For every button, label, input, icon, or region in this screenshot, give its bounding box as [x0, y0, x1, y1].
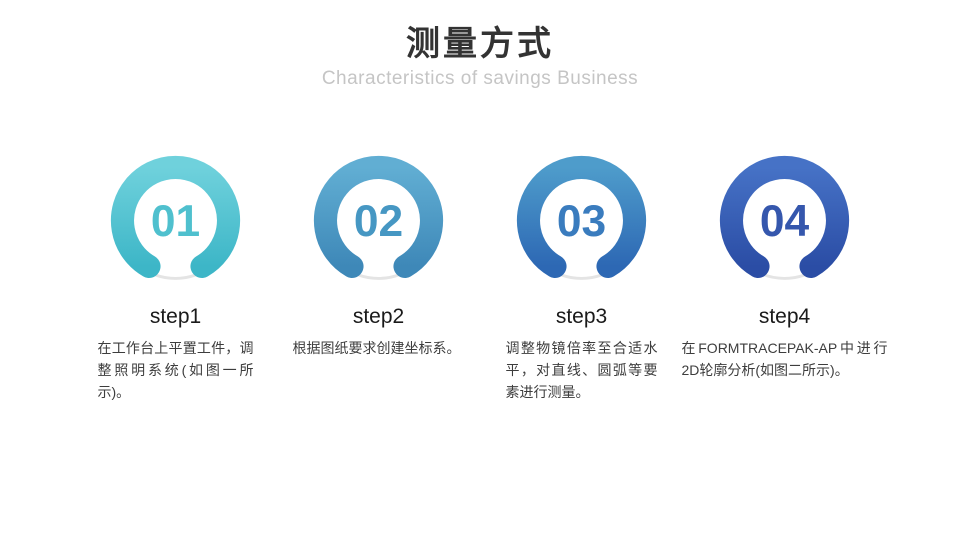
step-description: 在工作台上平置工件，调整照明系统(如图一所示)。	[97, 340, 254, 400]
steps-row: 01 step1 在工作台上平置工件，调整照明系统(如图一所示)。 02 ste…	[74, 153, 888, 403]
step3-ring-icon: 03	[516, 155, 647, 280]
step2-ring-icon: 02	[313, 155, 444, 280]
progress-arc	[516, 155, 647, 278]
step-label: step1	[149, 305, 202, 328]
step-number: 02	[354, 197, 403, 246]
step1-ring-icon: 01	[110, 155, 241, 280]
step-label: step3	[555, 305, 608, 328]
progress-arc	[313, 155, 444, 278]
step-column-1: 01 step1 在工作台上平置工件，调整照明系统(如图一所示)。	[74, 153, 277, 403]
step-label: step2	[352, 305, 405, 328]
step-column-4: 04 step4 在FORMTRACEPAK-AP中进行2D轮廓分析(如图二所示…	[681, 153, 888, 403]
step-description: 在FORMTRACEPAK-AP中进行2D轮廓分析(如图二所示)。	[681, 340, 888, 378]
step-description: 调整物镜倍率至合适水平，对直线、圆弧等要素进行测量。	[505, 340, 658, 400]
step-label: step4	[758, 305, 811, 328]
step-description: 根据图纸要求创建坐标系。	[292, 340, 461, 356]
step-column-2: 02 step2 根据图纸要求创建坐标系。	[277, 153, 480, 403]
slide-header: 测量方式 Characteristics of savings Business	[0, 24, 960, 90]
step4-ring-icon: 04	[719, 155, 850, 280]
page-title: 测量方式	[406, 25, 554, 63]
step-column-3: 03 step3 调整物镜倍率至合适水平，对直线、圆弧等要素进行测量。	[480, 153, 683, 403]
step-number: 03	[557, 197, 606, 246]
progress-arc	[110, 155, 241, 278]
page-subtitle: Characteristics of savings Business	[321, 68, 639, 89]
step-number: 01	[151, 197, 200, 246]
step-number: 04	[760, 197, 810, 246]
progress-arc	[719, 155, 850, 278]
